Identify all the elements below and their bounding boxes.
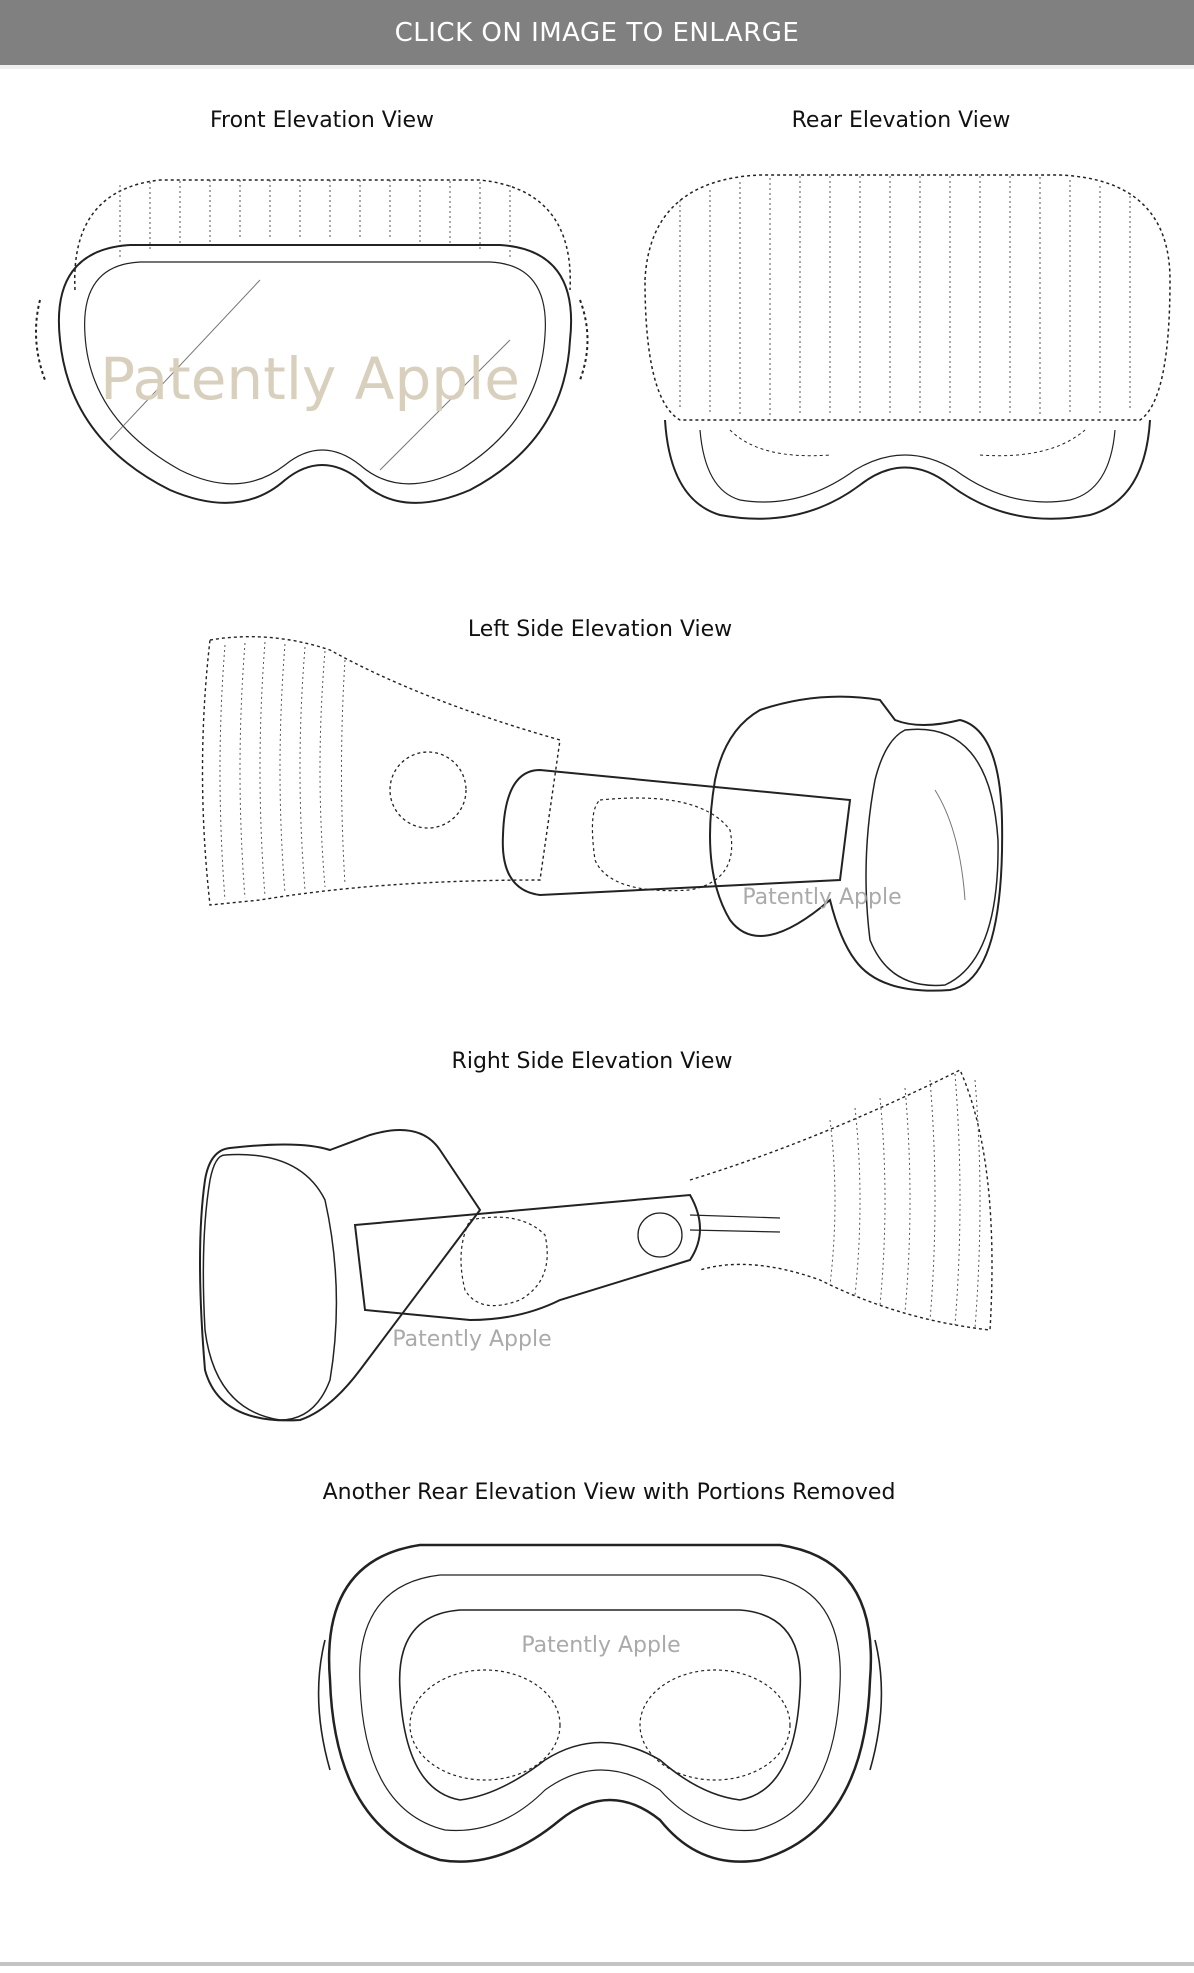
watermark-front: Patently Apple [100, 345, 520, 413]
enlarge-image-banner[interactable]: CLICK ON IMAGE TO ENLARGE [0, 0, 1194, 65]
rear-view-drawing [644, 174, 1171, 520]
portions-removed-view-title: Another Rear Elevation View with Portion… [322, 1480, 896, 1505]
watermark-left-side: Patently Apple [742, 885, 902, 910]
watermark-right-side: Patently Apple [392, 1327, 552, 1352]
right-side-view-drawing [199, 1069, 993, 1422]
banner-divider [0, 65, 1194, 69]
front-view-title: Front Elevation View [209, 108, 435, 133]
left-side-view-title: Left Side Elevation View [467, 617, 733, 642]
watermark-portions-removed: Patently Apple [521, 1633, 681, 1658]
right-side-view-title: Right Side Elevation View [451, 1049, 733, 1074]
banner-text: CLICK ON IMAGE TO ENLARGE [394, 17, 800, 48]
footer-divider [0, 1962, 1194, 1966]
portions-removed-view-drawing [317, 1543, 883, 1863]
left-side-view-drawing [201, 635, 1004, 992]
rear-view-title: Rear Elevation View [791, 108, 1011, 133]
front-view-drawing [35, 179, 589, 504]
